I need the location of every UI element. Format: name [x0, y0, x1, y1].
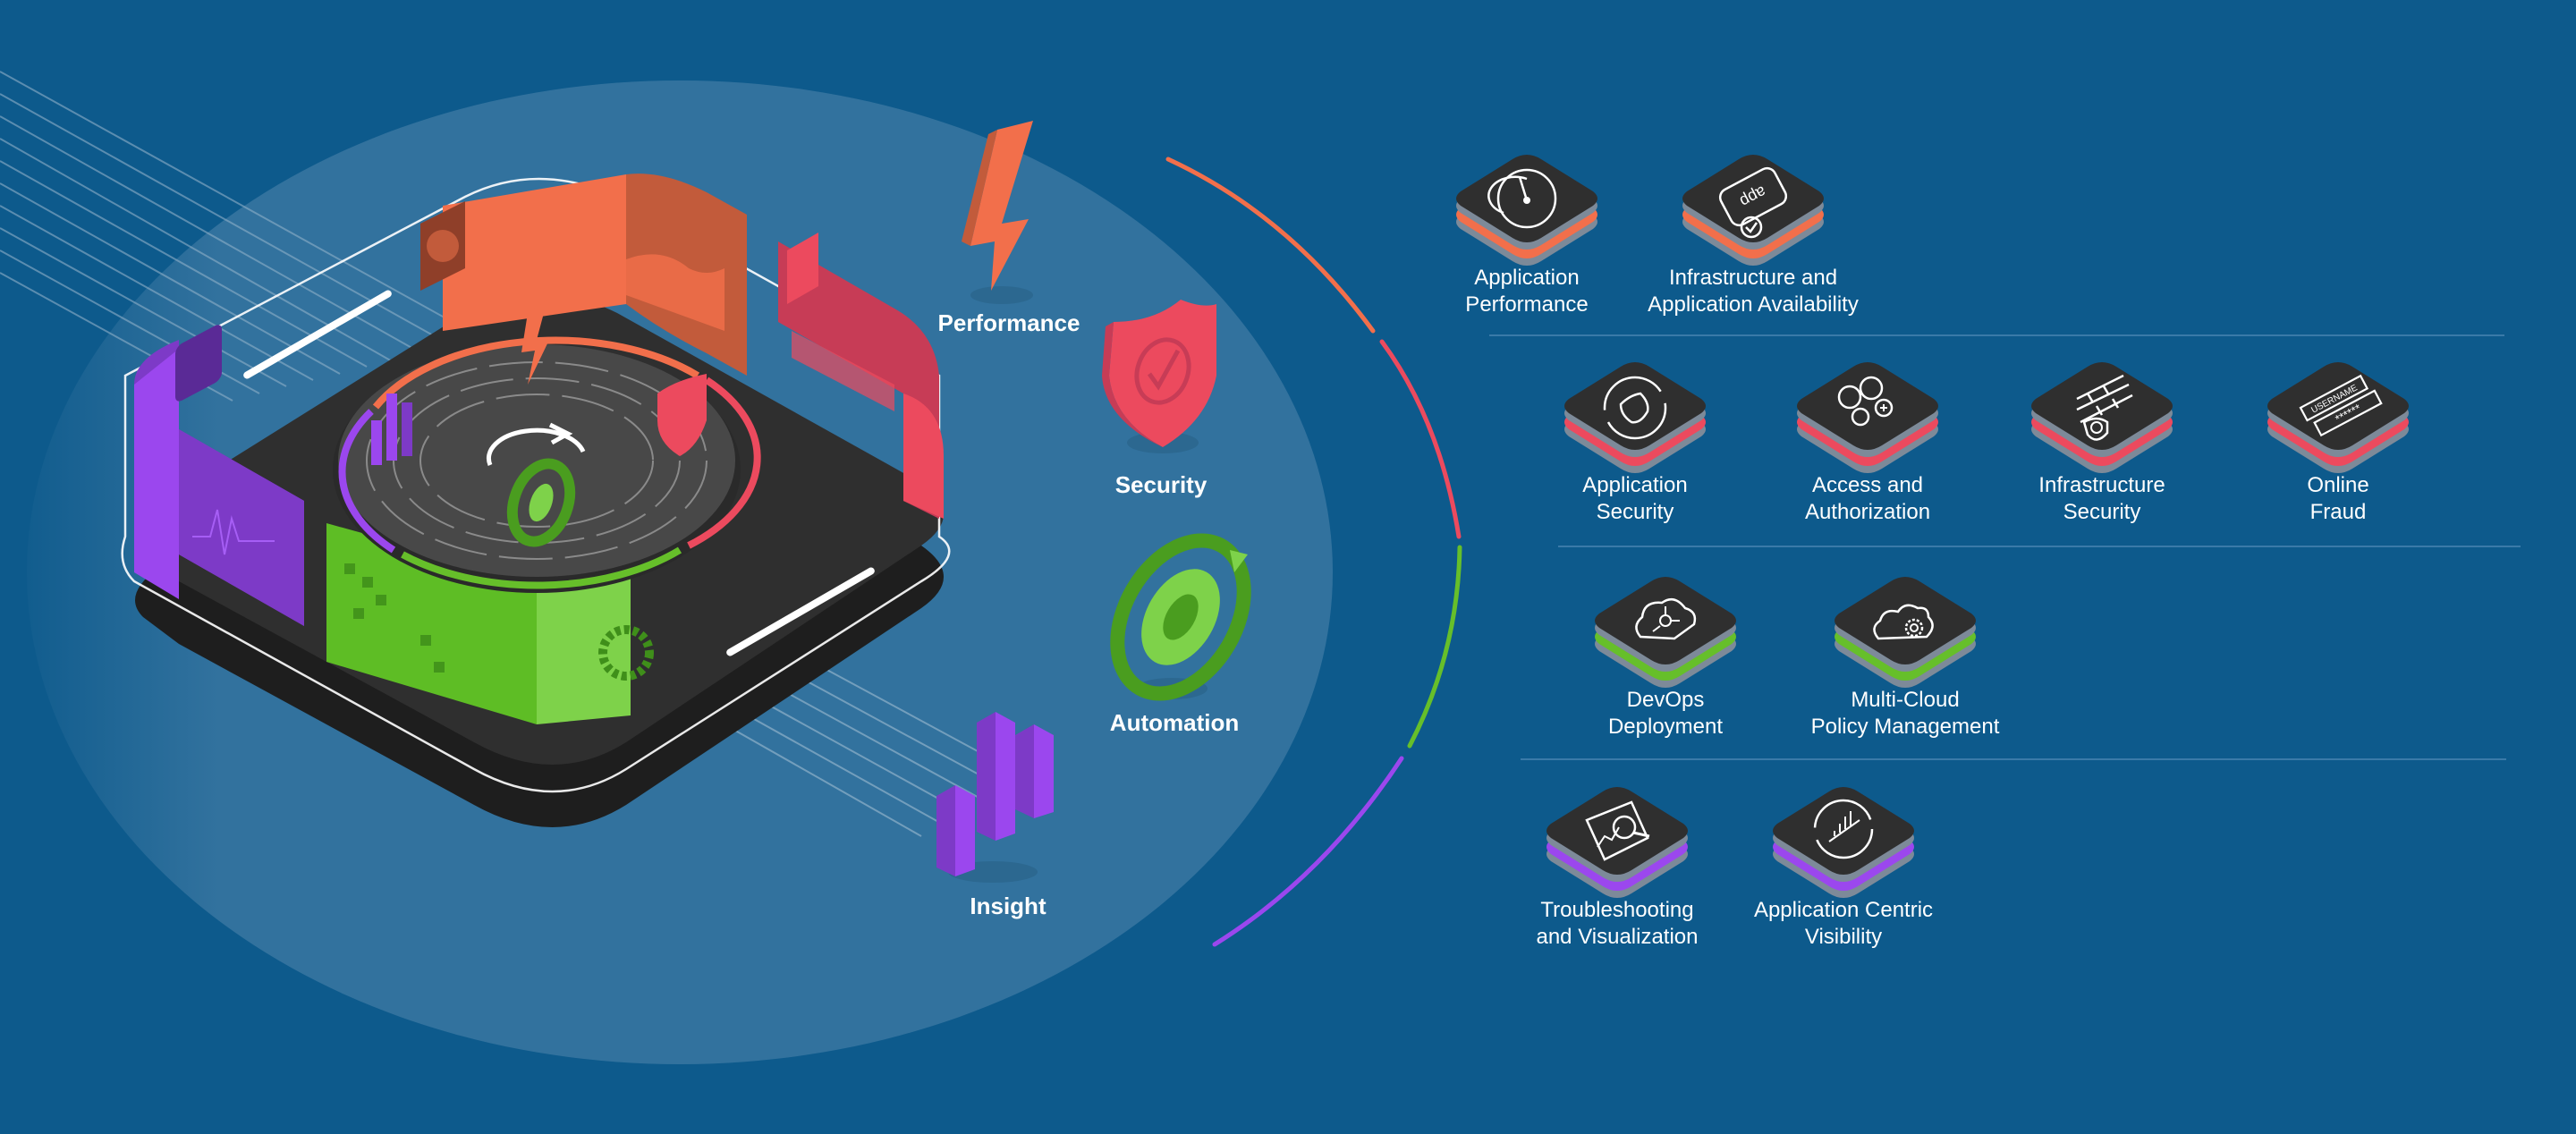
bar-chart-icon: [936, 712, 1054, 883]
category-label-insight: Insight: [970, 893, 1046, 919]
capability-tile[interactable]: USERNAME******: [2261, 358, 2415, 474]
capability-tile[interactable]: app: [1676, 150, 1830, 267]
capability-label-line: Performance: [1465, 292, 1589, 317]
capability-label: Troubleshooting and Visualization: [1536, 897, 1698, 951]
category-label-automation: Automation: [1109, 709, 1240, 736]
capability-label-line: Application Centric: [1753, 898, 1934, 922]
central-dial: [333, 300, 761, 593]
cloud-deploy-icon: [1635, 597, 1697, 640]
users-access-icon: [1837, 376, 1894, 427]
capability-tile[interactable]: [2025, 358, 2179, 474]
performance-panel: [420, 173, 747, 376]
cycle-chart-icon: [1813, 799, 1874, 859]
capability-label-line: Security: [1596, 500, 1674, 524]
category-label-performance: Performance: [937, 309, 1080, 336]
chart-magnifier-icon: [1585, 800, 1650, 861]
arc-insight: [1212, 756, 1404, 947]
capability-tile[interactable]: [1540, 783, 1694, 899]
lightning-bolt-icon: [962, 121, 1033, 304]
security-panel: [778, 233, 944, 519]
capability-tile[interactable]: [1558, 358, 1712, 474]
gear-cycle-icon: [1110, 533, 1251, 701]
capability-label-line: Troubleshooting: [1540, 898, 1694, 922]
capability-label-line: Infrastructure and: [1668, 266, 1838, 290]
capability-label-line: Visibility: [1804, 925, 1883, 949]
row-divider: [1558, 546, 2521, 547]
capability-label-line: DevOps: [1626, 688, 1705, 712]
capability-tile[interactable]: [1589, 572, 1742, 689]
capability-label-line: Infrastructure: [2038, 473, 2165, 497]
capability-label-line: Deployment: [1607, 715, 1724, 739]
shield-refresh-icon: [1603, 376, 1667, 440]
capability-label-line: Access and: [1811, 473, 1924, 497]
arc-automation: [1407, 545, 1462, 749]
capability-label-line: Security: [2063, 500, 2141, 524]
multi-cloud-gear-icon: [1873, 604, 1934, 640]
row-divider: [1489, 334, 2504, 336]
capability-tile[interactable]: [1828, 572, 1982, 689]
capability-tile[interactable]: [1791, 358, 1945, 474]
capability-label-line: Application: [1474, 266, 1580, 290]
capability-arc: [1165, 157, 1462, 947]
row-divider: [1521, 758, 2506, 760]
capability-label-line: Application: [1582, 473, 1688, 497]
capability-label-line: Authorization: [1804, 500, 1931, 524]
capability-label-line: Multi-Cloud: [1851, 688, 1960, 712]
capability-label-line: and Visualization: [1536, 925, 1699, 949]
capability-label-line: Fraud: [2309, 500, 2367, 524]
firewall-shield-icon: [2076, 374, 2133, 441]
shield-check-icon: [1102, 300, 1216, 453]
insight-panel: [134, 325, 304, 626]
arc-performance: [1165, 157, 1376, 334]
category-label-security: Security: [1114, 471, 1208, 498]
capability-label-line: Online: [2307, 473, 2369, 497]
capability-tile[interactable]: [1767, 783, 1920, 899]
capability-label-line: Application Availability: [1648, 292, 1859, 317]
arc-security: [1379, 339, 1462, 539]
capability-tile[interactable]: [1450, 150, 1604, 267]
capability-label-line: Policy Management: [1810, 715, 2000, 739]
speedometer-icon: [1487, 168, 1557, 229]
